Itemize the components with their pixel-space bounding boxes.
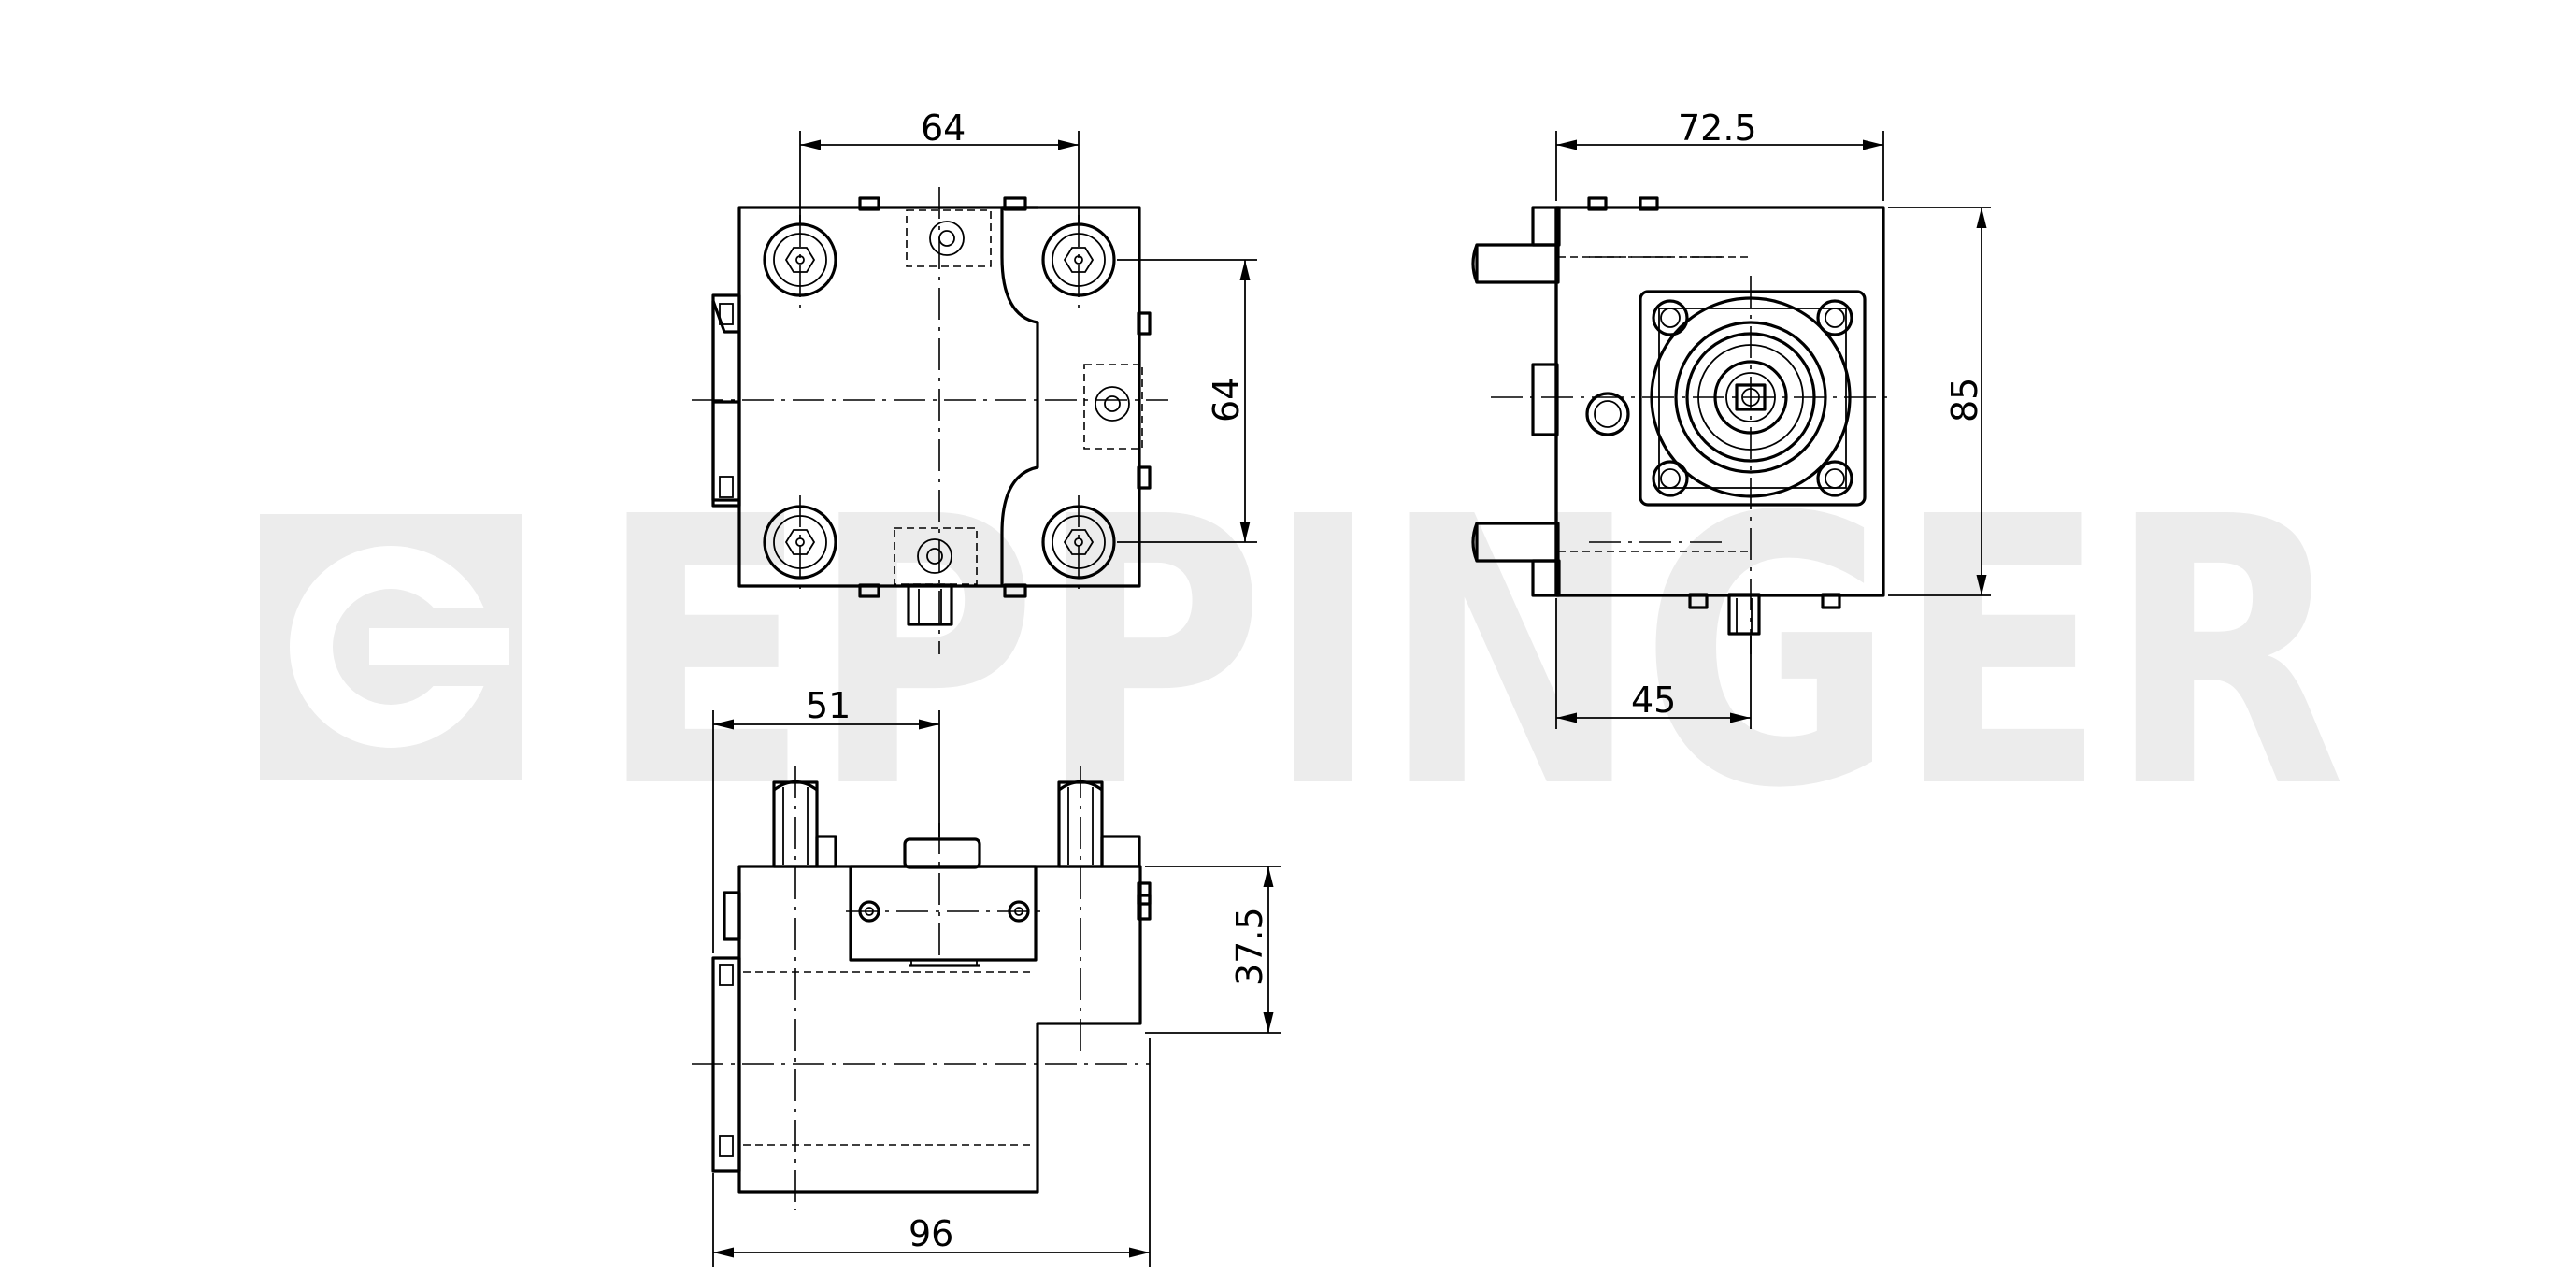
- side-view: 72.5 85 45: [1471, 107, 1991, 729]
- watermark-text: EPPINGER: [598, 439, 2346, 869]
- eppinger-logo-mark: [260, 514, 522, 780]
- dim-side-height: 85: [1944, 378, 1985, 422]
- dim-front-width: 96: [909, 1213, 953, 1254]
- dim-top-width: 64: [921, 107, 966, 149]
- dim-top-height: 64: [1206, 378, 1247, 422]
- front-view: 51 37.5 96: [692, 685, 1281, 1267]
- dim-front-offset: 51: [806, 685, 851, 726]
- flange-screw-br: [1816, 460, 1853, 497]
- flange-screw-tl: [1652, 299, 1689, 336]
- flange-screw-tr: [1816, 299, 1853, 336]
- dim-front-height: 37.5: [1229, 907, 1270, 986]
- top-view: 64 64: [692, 107, 1257, 654]
- dim-side-shaft-offset: 45: [1631, 680, 1676, 721]
- dim-side-width: 72.5: [1678, 107, 1757, 149]
- watermark: EPPINGER: [260, 439, 2346, 869]
- flange-screw-bl: [1652, 460, 1689, 497]
